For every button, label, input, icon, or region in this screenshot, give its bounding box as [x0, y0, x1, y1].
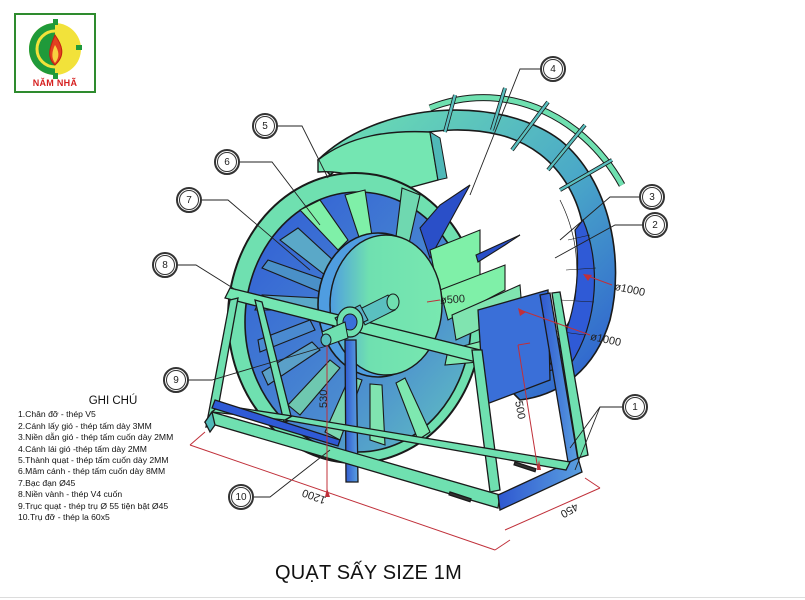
legend-item: 4.Cánh lái gió -thép tấm dày 2MM: [18, 443, 147, 454]
company-logo: NĂM NHÃ: [14, 13, 96, 93]
dim-height-left: 530: [318, 389, 330, 408]
callout-1: 1: [622, 394, 648, 420]
legend-item: 1.Chân đỡ - thép V5: [18, 409, 96, 420]
callout-3: 3: [639, 184, 665, 210]
legend-item: 5.Thành quạt - thép tấm cuốn dày 2MM: [18, 455, 169, 466]
stand-frame: [203, 291, 589, 511]
callout-2: 2: [642, 212, 668, 238]
callout-4: 4: [540, 56, 566, 82]
legend-item: 2.Cánh lấy gió - thép tấm dày 3MM: [18, 420, 152, 431]
callout-7: 7: [176, 187, 202, 213]
legend-notes: GHI CHÚ 1.Chân đỡ - thép V5 2.Cánh lấy g…: [18, 395, 218, 523]
callout-8: 8: [152, 252, 178, 278]
leader-lines: [178, 68, 642, 498]
legend-item: 3.Niền dẫn gió - thép tấm cuốn dày 2MM: [18, 432, 174, 443]
legend-item: 10.Trụ đỡ - thép la 60x5: [18, 512, 110, 523]
callout-10: 10: [228, 484, 254, 510]
shaft-bearing: [320, 293, 400, 347]
gear-flame-logo-icon: [29, 19, 82, 79]
legend-item: 9.Trục quạt - thép trụ Ø 55 tiện bật Ø45: [18, 500, 169, 511]
bottom-divider: [0, 597, 805, 598]
legend-item: 8.Niền vành - thép V4 cuốn: [18, 489, 123, 500]
logo-brand-text: NĂM NHÃ: [32, 78, 78, 88]
legend-item: 7.Bạc đạn Ø45: [18, 477, 76, 488]
callout-5: 5: [252, 113, 278, 139]
drawing-title: QUẠT SẤY SIZE 1M: [275, 562, 462, 584]
dim-hub-diameter: ø500: [439, 293, 466, 307]
dimension-lines: [189, 274, 613, 551]
rear-shroud: [316, 87, 626, 401]
legend-item: 6.Mâm cánh - thép tấm cuốn dày 8MM: [18, 466, 166, 477]
callout-6: 6: [214, 149, 240, 175]
legend-title: GHI CHÚ: [88, 395, 138, 407]
callout-9: 9: [163, 367, 189, 393]
